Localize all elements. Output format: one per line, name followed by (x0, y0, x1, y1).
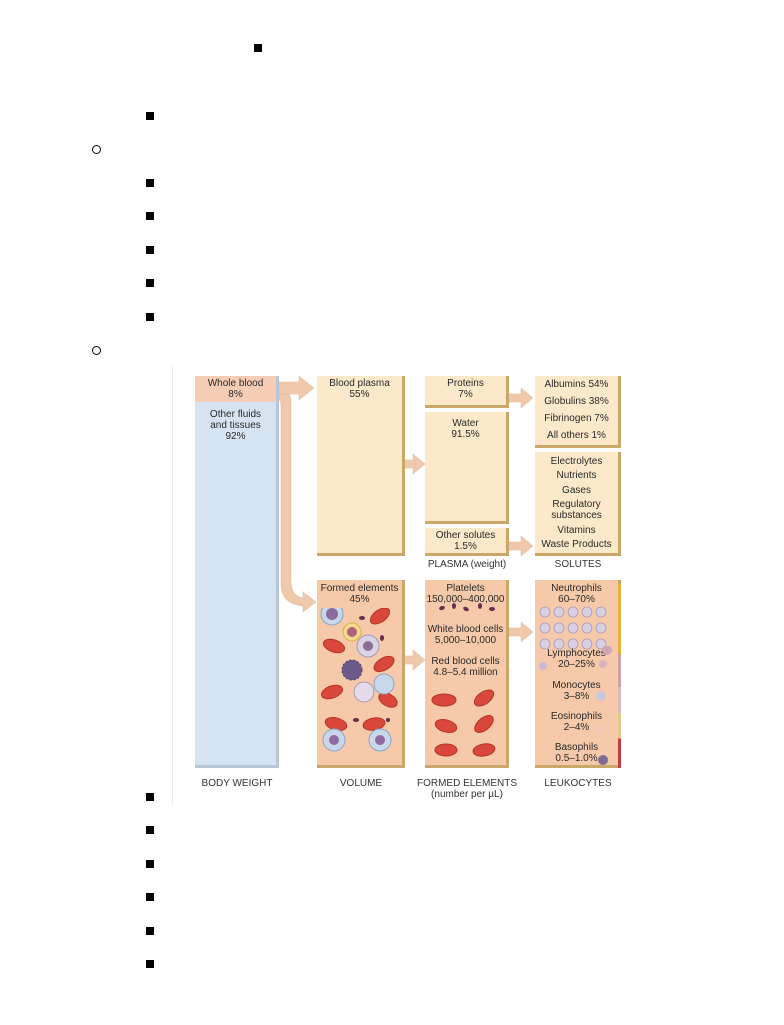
list-bullet (146, 927, 154, 935)
list-bullet (146, 212, 154, 220)
body-weight-column (195, 376, 279, 768)
formed-elements-illustration (320, 608, 398, 752)
whole-blood-segment (195, 376, 276, 402)
whole-blood-label: Whole blood 8% (207, 378, 264, 400)
proteins-box (425, 376, 509, 408)
body-weight-caption: BODY WEIGHT (201, 778, 273, 789)
proteins-label: Proteins 7% (447, 378, 484, 400)
other-solutes-box (425, 528, 509, 556)
platelets-illustration (439, 603, 495, 612)
list-bullet (146, 246, 154, 254)
formed-elements-label: Formed elements 45% (320, 583, 399, 605)
eosinophils-label: Eosinophils 2–4% (550, 711, 603, 733)
leukocytes-caption: LEUKOCYTES (544, 778, 612, 789)
list-bullet (146, 313, 154, 321)
list-bullet (254, 44, 262, 52)
red-cells-label: Red blood cells 4.8–5.4 million (431, 656, 500, 678)
list-bullet (146, 279, 154, 287)
other-fluids-label: Other fluids and tissues 92% (209, 409, 262, 442)
list-bullet-circle (92, 346, 101, 355)
gases-label: Gases (562, 485, 591, 496)
leukocyte-color-key (618, 584, 621, 768)
list-bullet-circle (92, 145, 101, 154)
platelets-label: Platelets 150,000–400,000 (426, 583, 505, 605)
flow-arrows (278, 375, 534, 671)
list-bullet (146, 112, 154, 120)
leukocytes-illustration (539, 646, 612, 765)
other-solutes-list-box (535, 452, 621, 556)
all-others-label: All others 1% (547, 430, 606, 441)
protein-types-box (535, 376, 621, 448)
list-bullet (146, 893, 154, 901)
regulatory-substances-label: Regulatory substances (551, 499, 602, 521)
list-bullet (146, 179, 154, 187)
formed-elements-caption: FORMED ELEMENTS (number per µL) (416, 778, 517, 800)
albumins-label: Albumins 54% (544, 379, 609, 390)
list-bullet (146, 960, 154, 968)
neutrophils-label: Neutrophils 60–70% (551, 583, 602, 605)
basophils-label: Basophils 0.5–1.0% (554, 742, 599, 764)
lymphocytes-label: Lymphocytes 20–25% (547, 648, 606, 670)
solutes-caption: SOLUTES (554, 559, 602, 570)
white-cells-label: White blood cells 5,000–10,000 (427, 624, 504, 646)
blood-plasma-box (317, 376, 405, 556)
plasma-caption: PLASMA (weight) (427, 559, 507, 570)
list-bullet (146, 826, 154, 834)
neutrophils-illustration (539, 606, 607, 650)
red-cells-illustration (431, 689, 496, 757)
globulins-label: Globulins 38% (544, 396, 609, 407)
blood-plasma-label: Blood plasma 55% (329, 378, 390, 400)
blood-composition-figure: Whole blood 8% Other fluids and tissues … (172, 366, 639, 806)
water-label: Water 91.5% (451, 418, 480, 440)
electrolytes-label: Electrolytes (550, 456, 603, 467)
list-bullet (146, 793, 154, 801)
list-bullet (146, 860, 154, 868)
waste-products-label: Waste Products (541, 539, 612, 550)
volume-caption: VOLUME (339, 778, 383, 789)
vitamins-label: Vitamins (557, 525, 596, 536)
other-solutes-label: Other solutes 1.5% (435, 530, 496, 552)
formed-counts-box (425, 580, 509, 768)
water-box (425, 412, 509, 524)
monocytes-label: Monocytes 3–8% (552, 680, 601, 702)
nutrients-label: Nutrients (556, 470, 597, 481)
fibrinogen-label: Fibrinogen 7% (544, 413, 609, 424)
